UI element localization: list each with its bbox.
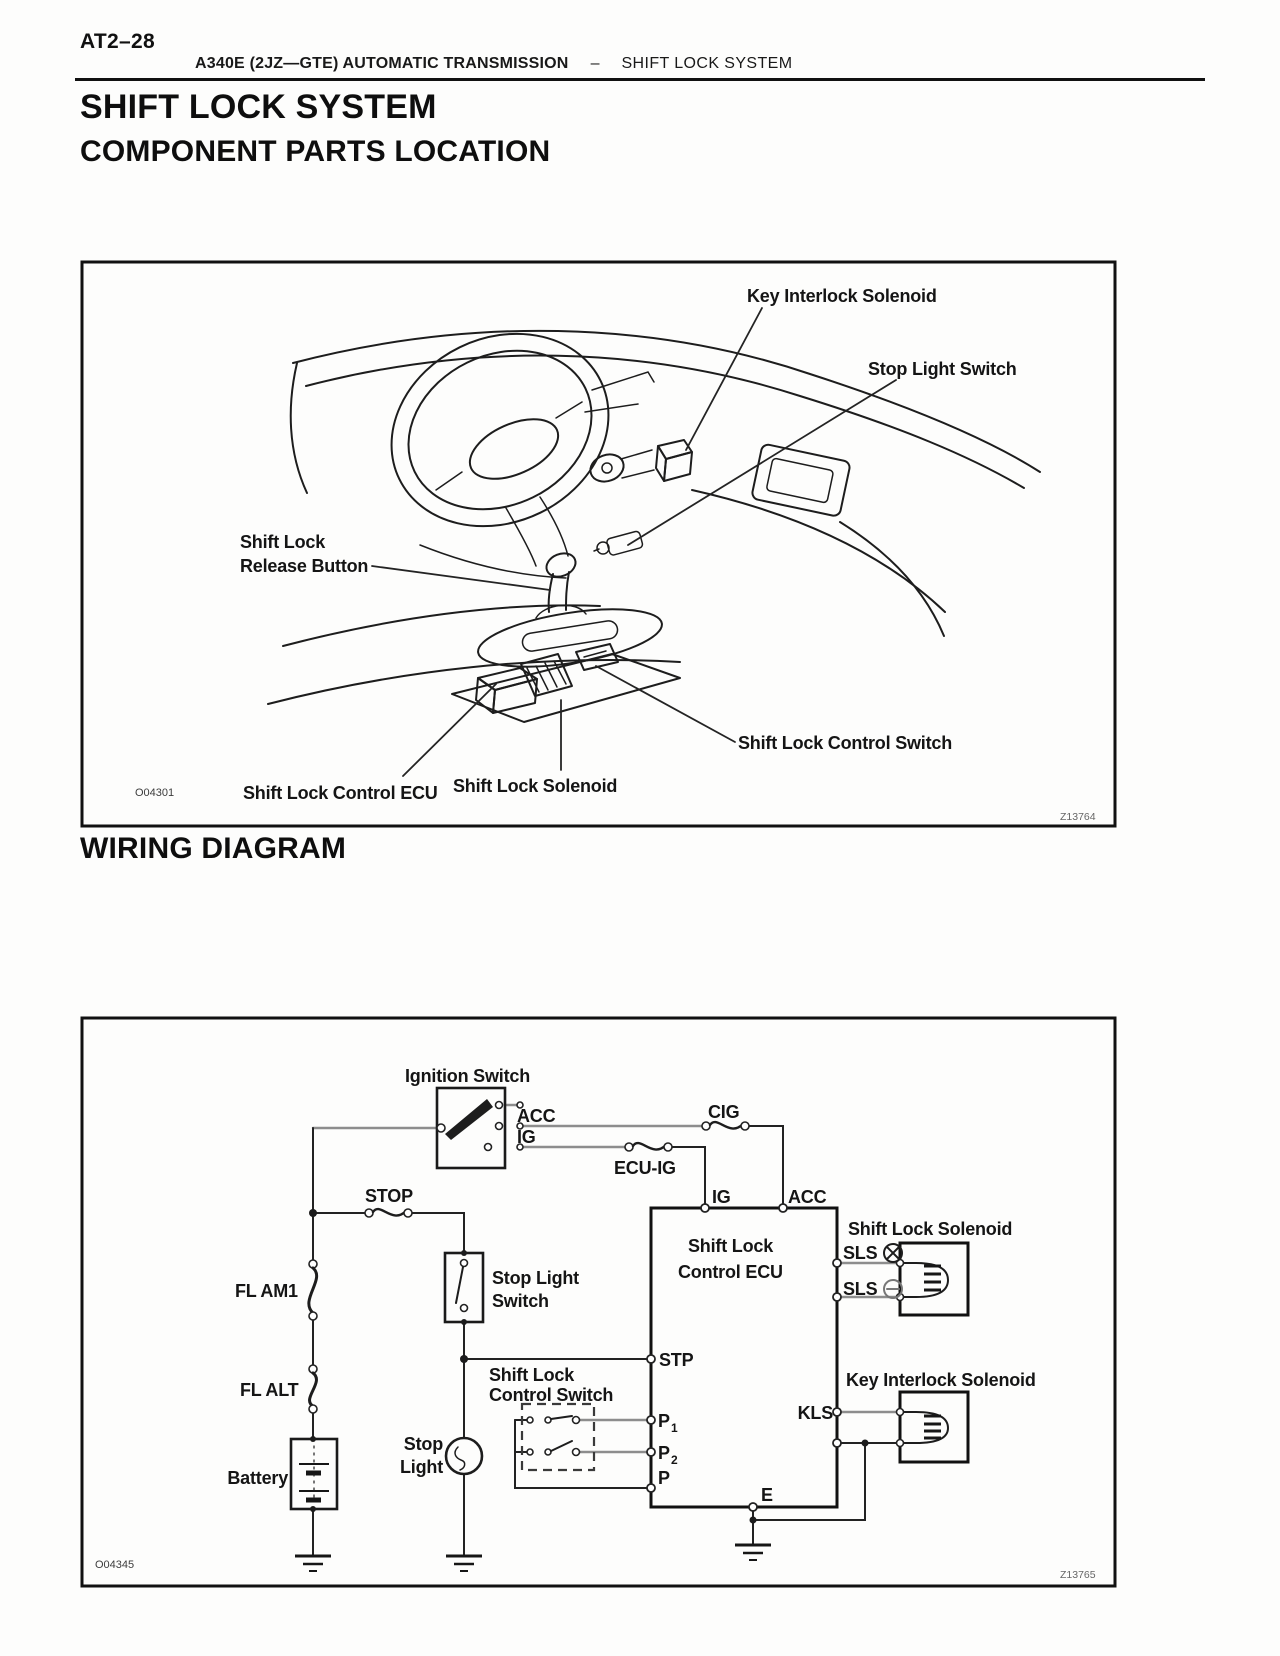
sls-minus-symbol — [883, 1279, 903, 1299]
ignition-switch — [435, 1086, 524, 1170]
plate-code: Z13765 — [1060, 1569, 1096, 1581]
label-kls: KLS — [798, 1403, 834, 1423]
figure-code: O04301 — [135, 787, 174, 799]
label-fl-alt: FL ALT — [240, 1380, 299, 1400]
dashboard-outline — [267, 329, 1041, 705]
shift-lever-assembly — [451, 552, 681, 723]
label-key-interlock-solenoid: Key Interlock Solenoid — [846, 1370, 1036, 1390]
figure-code: O04345 — [95, 1559, 134, 1571]
key-cylinder — [589, 449, 655, 483]
stop-light-switch-part — [593, 530, 644, 556]
running-header-section: SHIFT LOCK SYSTEM — [621, 55, 793, 72]
ground-ecu — [735, 1543, 771, 1561]
plate-code: Z13764 — [1060, 811, 1096, 823]
label-e: E — [761, 1485, 773, 1505]
label-stop-fuse: STOP — [365, 1186, 413, 1206]
label-p1-sub: 1 — [671, 1421, 678, 1435]
label-stp: STP — [659, 1350, 694, 1370]
label-ecu-pin-ig: IG — [712, 1187, 731, 1207]
ecu-terminals — [646, 1203, 842, 1512]
shift-lock-ecu-part — [475, 667, 538, 714]
battery — [289, 1436, 339, 1512]
leader-lines — [371, 307, 897, 777]
wires — [311, 1103, 902, 1557]
label-stop-light-1: Stop — [404, 1434, 443, 1454]
label-p1: P — [658, 1411, 670, 1431]
label-ignition-switch: Ignition Switch — [405, 1066, 530, 1086]
shift-lock-control-switch-part — [575, 643, 619, 671]
stop-light-switch — [443, 1250, 485, 1325]
running-header: A340E (2JZ—GTE) AUTOMATIC TRANSMISSION – S… — [195, 55, 792, 73]
label-shift-lock-control-switch: Shift Lock Control Switch — [738, 733, 952, 753]
label-p2-sub: 2 — [671, 1453, 678, 1467]
label-stop-light-switch-2: Switch — [492, 1291, 549, 1311]
label-acc: ACC — [517, 1106, 556, 1126]
label-key-interlock-solenoid: Key Interlock Solenoid — [747, 286, 937, 306]
ground-stop-light — [446, 1554, 482, 1572]
fuse-cig — [701, 1120, 750, 1131]
junction-dots — [309, 1209, 869, 1524]
label-stop-light-2: Light — [400, 1457, 443, 1477]
label-fl-am1: FL AM1 — [235, 1281, 298, 1301]
section-title-wiring: WIRING DIAGRAM — [80, 832, 347, 865]
label-control-switch-1: Shift Lock — [489, 1365, 575, 1385]
label-sls-plus: SLS — [843, 1243, 878, 1263]
label-shift-lock-solenoid: Shift Lock Solenoid — [453, 776, 617, 796]
running-header-title: A340E (2JZ—GTE) AUTOMATIC TRANSMISSION — [195, 55, 569, 72]
fusible-link-fl-alt — [308, 1364, 318, 1414]
running-header-separator: – — [590, 55, 600, 72]
component-location-figure: Key Interlock Solenoid Stop Light Switch… — [80, 260, 1117, 828]
label-p2: P — [658, 1443, 670, 1463]
label-battery: Battery — [227, 1468, 288, 1488]
label-stop-light-switch-1: Stop Light — [492, 1268, 579, 1288]
label-p: P — [658, 1468, 670, 1488]
shift-lock-control-switch — [520, 1402, 596, 1472]
ground-battery — [295, 1554, 331, 1572]
section-title-component-parts: COMPONENT PARTS LOCATION — [80, 135, 551, 168]
fuse-stop — [364, 1207, 413, 1218]
sls-plus-symbol — [883, 1243, 903, 1263]
label-shift-lock-release-2: Release Button — [240, 556, 368, 576]
wiring-diagram-figure: Ignition Switch ACC IG CIG ECU-IG STOP I… — [80, 1016, 1117, 1588]
label-cig-fuse: CIG — [708, 1102, 739, 1122]
label-ecu-1: Shift Lock — [688, 1236, 774, 1256]
figure-border — [80, 1016, 1117, 1588]
shift-lock-solenoid-box — [895, 1241, 970, 1317]
page-title: SHIFT LOCK SYSTEM — [80, 88, 437, 126]
fusible-link-fl-am1 — [307, 1259, 319, 1321]
label-ecu-pin-acc: ACC — [788, 1187, 827, 1207]
label-shift-lock-control-ecu: Shift Lock Control ECU — [243, 783, 438, 803]
label-ig: IG — [517, 1127, 536, 1147]
shift-lock-solenoid-part — [520, 653, 573, 697]
stop-light-lamp — [444, 1436, 484, 1476]
label-shift-lock-solenoid: Shift Lock Solenoid — [848, 1219, 1012, 1239]
steering-wheel — [390, 332, 610, 567]
key-interlock-solenoid-box — [895, 1390, 970, 1464]
key-interlock-solenoid-cube — [655, 439, 693, 482]
dash-vent — [751, 443, 851, 517]
fuse-ecu-ig — [624, 1141, 673, 1152]
figure-border — [80, 260, 1117, 828]
label-ecu-ig-fuse: ECU-IG — [614, 1158, 676, 1178]
label-control-switch-2: Control Switch — [489, 1385, 613, 1405]
header-rule — [75, 78, 1205, 81]
label-shift-lock-release-1: Shift Lock — [240, 532, 326, 552]
label-stop-light-switch: Stop Light Switch — [868, 359, 1017, 379]
page-number: AT2–28 — [80, 30, 155, 53]
label-sls-minus: SLS — [843, 1279, 878, 1299]
label-ecu-2: Control ECU — [678, 1262, 783, 1282]
column-stalks — [584, 371, 655, 413]
